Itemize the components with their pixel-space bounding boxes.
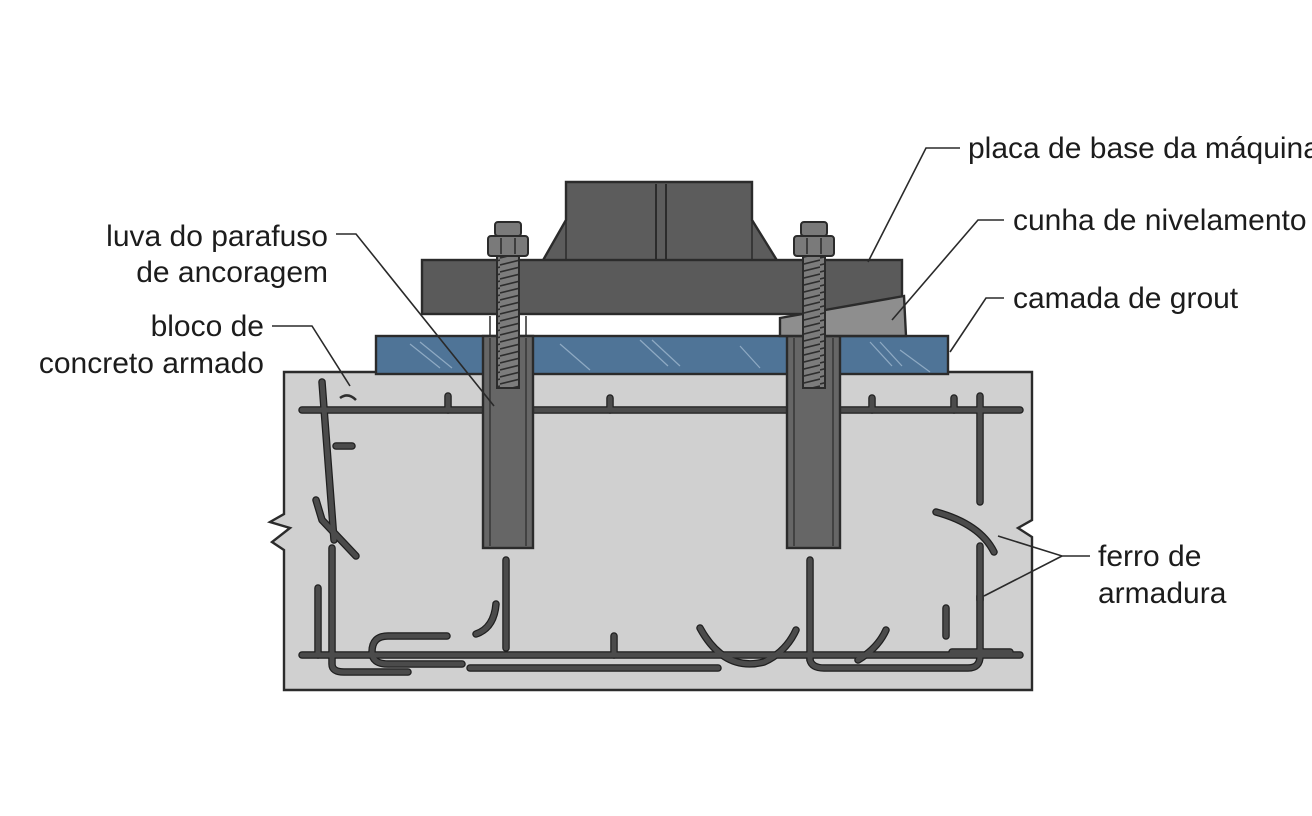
label-grout-layer: camada de grout [1013, 282, 1239, 315]
leader-leveling-wedge [891, 219, 1004, 321]
anchor-bolt-right [793, 221, 835, 389]
anchor-bolt-left [487, 221, 529, 389]
leader-rebar-2 [983, 555, 1063, 597]
machine-housing [539, 180, 781, 264]
reinforced-concrete-block [266, 370, 1034, 692]
rebar-cage [298, 378, 1024, 676]
machine-base-plate [420, 258, 904, 316]
leader-anchor-sleeve [336, 233, 495, 407]
label-anchor-sleeve-2: de ancoragem [136, 256, 328, 289]
leader-concrete-block [272, 325, 351, 387]
label-rebar-2: armadura [1098, 577, 1227, 610]
leader-lines [272, 147, 1090, 597]
label-concrete-block-1: bloco de [151, 310, 264, 343]
label-concrete-block-2: concreto armado [39, 347, 264, 380]
grout-layer [374, 334, 950, 376]
label-rebar-1: ferro de [1098, 540, 1201, 573]
leader-grout-layer [949, 297, 1004, 353]
leader-base-plate [867, 147, 960, 263]
label-leveling-wedge: cunha de nivelamento [1013, 204, 1307, 237]
label-anchor-sleeve-1: luva do parafuso [106, 220, 328, 253]
label-base-plate: placa de base da máquina [968, 132, 1312, 165]
